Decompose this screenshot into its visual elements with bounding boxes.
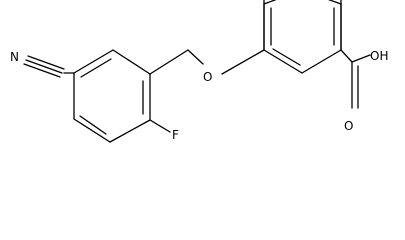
right-ring-bond-3 xyxy=(327,0,342,5)
ch2-o-bond xyxy=(187,49,204,65)
left-ring-double-3 xyxy=(79,115,107,135)
nitrile-triple-bond-3 xyxy=(27,55,65,70)
molecule-svg: N F O OH O xyxy=(10,0,388,143)
nitrile-triple-bond-2 xyxy=(23,63,61,78)
fluorine-bond xyxy=(149,119,171,133)
right-ring-double-3 xyxy=(272,48,301,66)
structure-diagram: N F O OH O xyxy=(10,0,388,143)
carboxyl-bond xyxy=(340,49,353,63)
carboxyl-c-to-oh xyxy=(351,54,371,63)
left-ring-bond-4 xyxy=(109,119,151,143)
nitrile-n-label: N xyxy=(10,50,19,64)
hydroxyl-label: OH xyxy=(370,49,388,63)
carbonyl-oxygen-label: O xyxy=(344,119,353,133)
left-ring-bond-1 xyxy=(73,49,114,74)
right-ring-bond-2 xyxy=(263,0,277,5)
left-ring-bond-5 xyxy=(73,118,111,143)
fluorine-label: F xyxy=(172,128,179,142)
ether-oxygen-label: O xyxy=(203,70,212,84)
left-ring-double-1 xyxy=(80,58,112,78)
nitrile-triple-bond-1 xyxy=(25,59,63,74)
o-aryl-bond xyxy=(221,49,265,75)
right-ring-bond-6 xyxy=(263,49,303,74)
right-ring-bond-5 xyxy=(301,49,342,74)
ch2-bond-1 xyxy=(149,49,189,75)
left-ring-bond-2 xyxy=(112,49,151,75)
